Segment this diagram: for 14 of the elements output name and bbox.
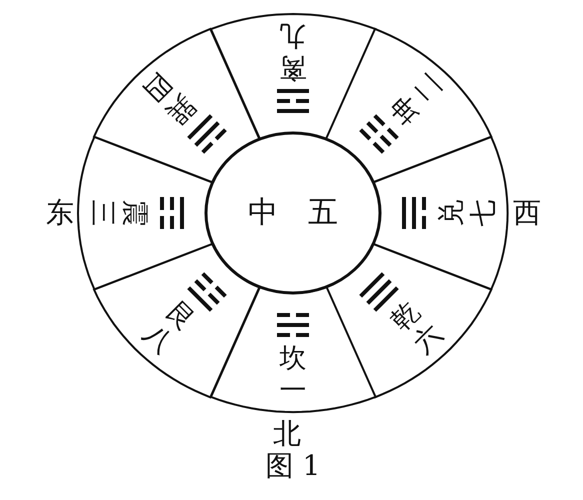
sector-label: 乾六	[384, 295, 450, 360]
sector-label: 坤二	[384, 66, 450, 131]
sector-label: 巽四	[136, 66, 202, 131]
sector-label: 兑七	[436, 198, 500, 227]
sector-label: 震三	[86, 198, 150, 227]
sector-label: 离九	[278, 19, 307, 83]
direction-label: 北	[273, 420, 301, 448]
center-label: 中五	[247, 198, 368, 228]
sector-label: 坎一	[278, 342, 307, 407]
caption: 图 1	[266, 452, 320, 480]
sector-label: 艮八	[136, 295, 202, 360]
center-circle	[204, 131, 382, 295]
direction-label: 东	[46, 199, 74, 227]
direction-label: 西	[513, 199, 541, 227]
